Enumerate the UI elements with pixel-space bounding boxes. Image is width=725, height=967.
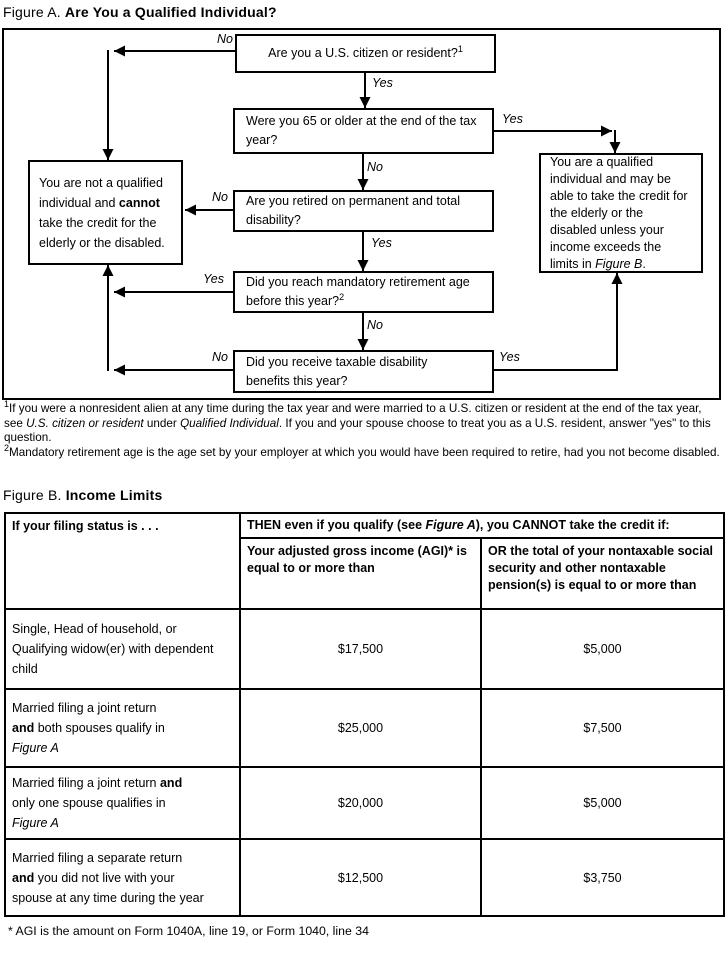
footnote-ref-1: 1 xyxy=(457,43,463,54)
table-row-single: Single, Head of household, or Qualifying… xyxy=(4,608,725,690)
label-yes-q2: Yes xyxy=(502,112,523,126)
nontaxable-limit-cell: $5,000 xyxy=(480,766,725,840)
decision-box-taxable-benefits: Did you receive taxable disability benef… xyxy=(233,350,494,393)
result-box-not-qualified: You are not a qualified individual and c… xyxy=(28,160,183,265)
footnote-1: 1If you were a nonresident alien at any … xyxy=(4,399,711,445)
decision-box-retired-disability: Are you retired on permanent and total d… xyxy=(233,190,494,232)
figure-b-title-text: Income Limits xyxy=(65,487,163,503)
figure-a-flowchart: Are you a U.S. citizen or resident?1 Wer… xyxy=(2,28,721,400)
decision-box-age-65: Were you 65 or older at the end of the t… xyxy=(233,108,494,154)
decision-box-mandatory-retirement-text: Did you reach mandatory retirement age b… xyxy=(246,275,470,308)
label-yes-q3: Yes xyxy=(371,236,392,250)
nontaxable-column-header: OR the total of your nontaxable social s… xyxy=(480,537,725,610)
nontaxable-limit-cell: $7,500 xyxy=(480,688,725,768)
footnote-ref-2: 2 xyxy=(339,291,345,302)
decision-box-mandatory-retirement: Did you reach mandatory retirement age b… xyxy=(233,271,494,313)
result-box-qualified-text: You are a qualified individual and may b… xyxy=(550,154,688,271)
then-column-header: THEN even if you qualify (see Figure A),… xyxy=(239,512,725,539)
decision-box-us-citizen-text: Are you a U.S. citizen or resident?1 xyxy=(268,43,463,60)
figure-a-title: Figure A. Are You a Qualified Individual… xyxy=(3,4,277,20)
result-box-qualified: You are a qualified individual and may b… xyxy=(539,153,703,273)
figure-a-footnotes: 1If you were a nonresident alien at any … xyxy=(4,399,720,460)
nontaxable-limit-cell: $5,000 xyxy=(480,608,725,690)
agi-footnote: * AGI is the amount on Form 1040A, line … xyxy=(8,924,369,938)
decision-box-taxable-benefits-text: Did you receive taxable disability benef… xyxy=(246,354,428,388)
figure-a-title-text: Are You a Qualified Individual? xyxy=(64,4,277,20)
figure-b-label: Figure B. xyxy=(3,487,62,503)
income-limits-table: If your filing status is . . . THEN even… xyxy=(4,512,725,917)
figure-b-title: Figure B. Income Limits xyxy=(3,487,162,503)
figure-a-label: Figure A. xyxy=(3,4,61,20)
decision-box-us-citizen: Are you a U.S. citizen or resident?1 xyxy=(235,34,496,73)
label-yes-q4: Yes xyxy=(203,272,224,286)
nontaxable-limit-cell: $3,750 xyxy=(480,838,725,917)
label-no-q1: No xyxy=(217,32,233,46)
agi-column-header: Your adjusted gross income (AGI)* is equ… xyxy=(239,537,482,610)
label-no-q4: No xyxy=(367,318,383,332)
agi-limit-cell: $12,500 xyxy=(239,838,482,917)
decision-box-retired-disability-text: Are you retired on permanent and total d… xyxy=(246,194,461,227)
agi-limit-cell: $20,000 xyxy=(239,766,482,840)
agi-limit-cell: $17,500 xyxy=(239,608,482,690)
flowchart-arrows xyxy=(102,45,623,376)
label-no-q3: No xyxy=(212,190,228,204)
footnote-2: 2Mandatory retirement age is the age set… xyxy=(4,442,720,459)
label-no-q2: No xyxy=(367,160,383,174)
filing-status-column-header: If your filing status is . . . xyxy=(4,512,241,610)
label-yes-q1: Yes xyxy=(372,76,393,90)
label-yes-q5: Yes xyxy=(499,350,520,364)
agi-limit-cell: $25,000 xyxy=(239,688,482,768)
filing-status-cell: Single, Head of household, or Qualifying… xyxy=(4,608,241,690)
decision-box-age-65-text: Were you 65 or older at the end of the t… xyxy=(246,114,477,147)
result-box-not-qualified-text: You are not a qualified individual and c… xyxy=(39,175,165,250)
label-no-q5: No xyxy=(212,350,228,364)
